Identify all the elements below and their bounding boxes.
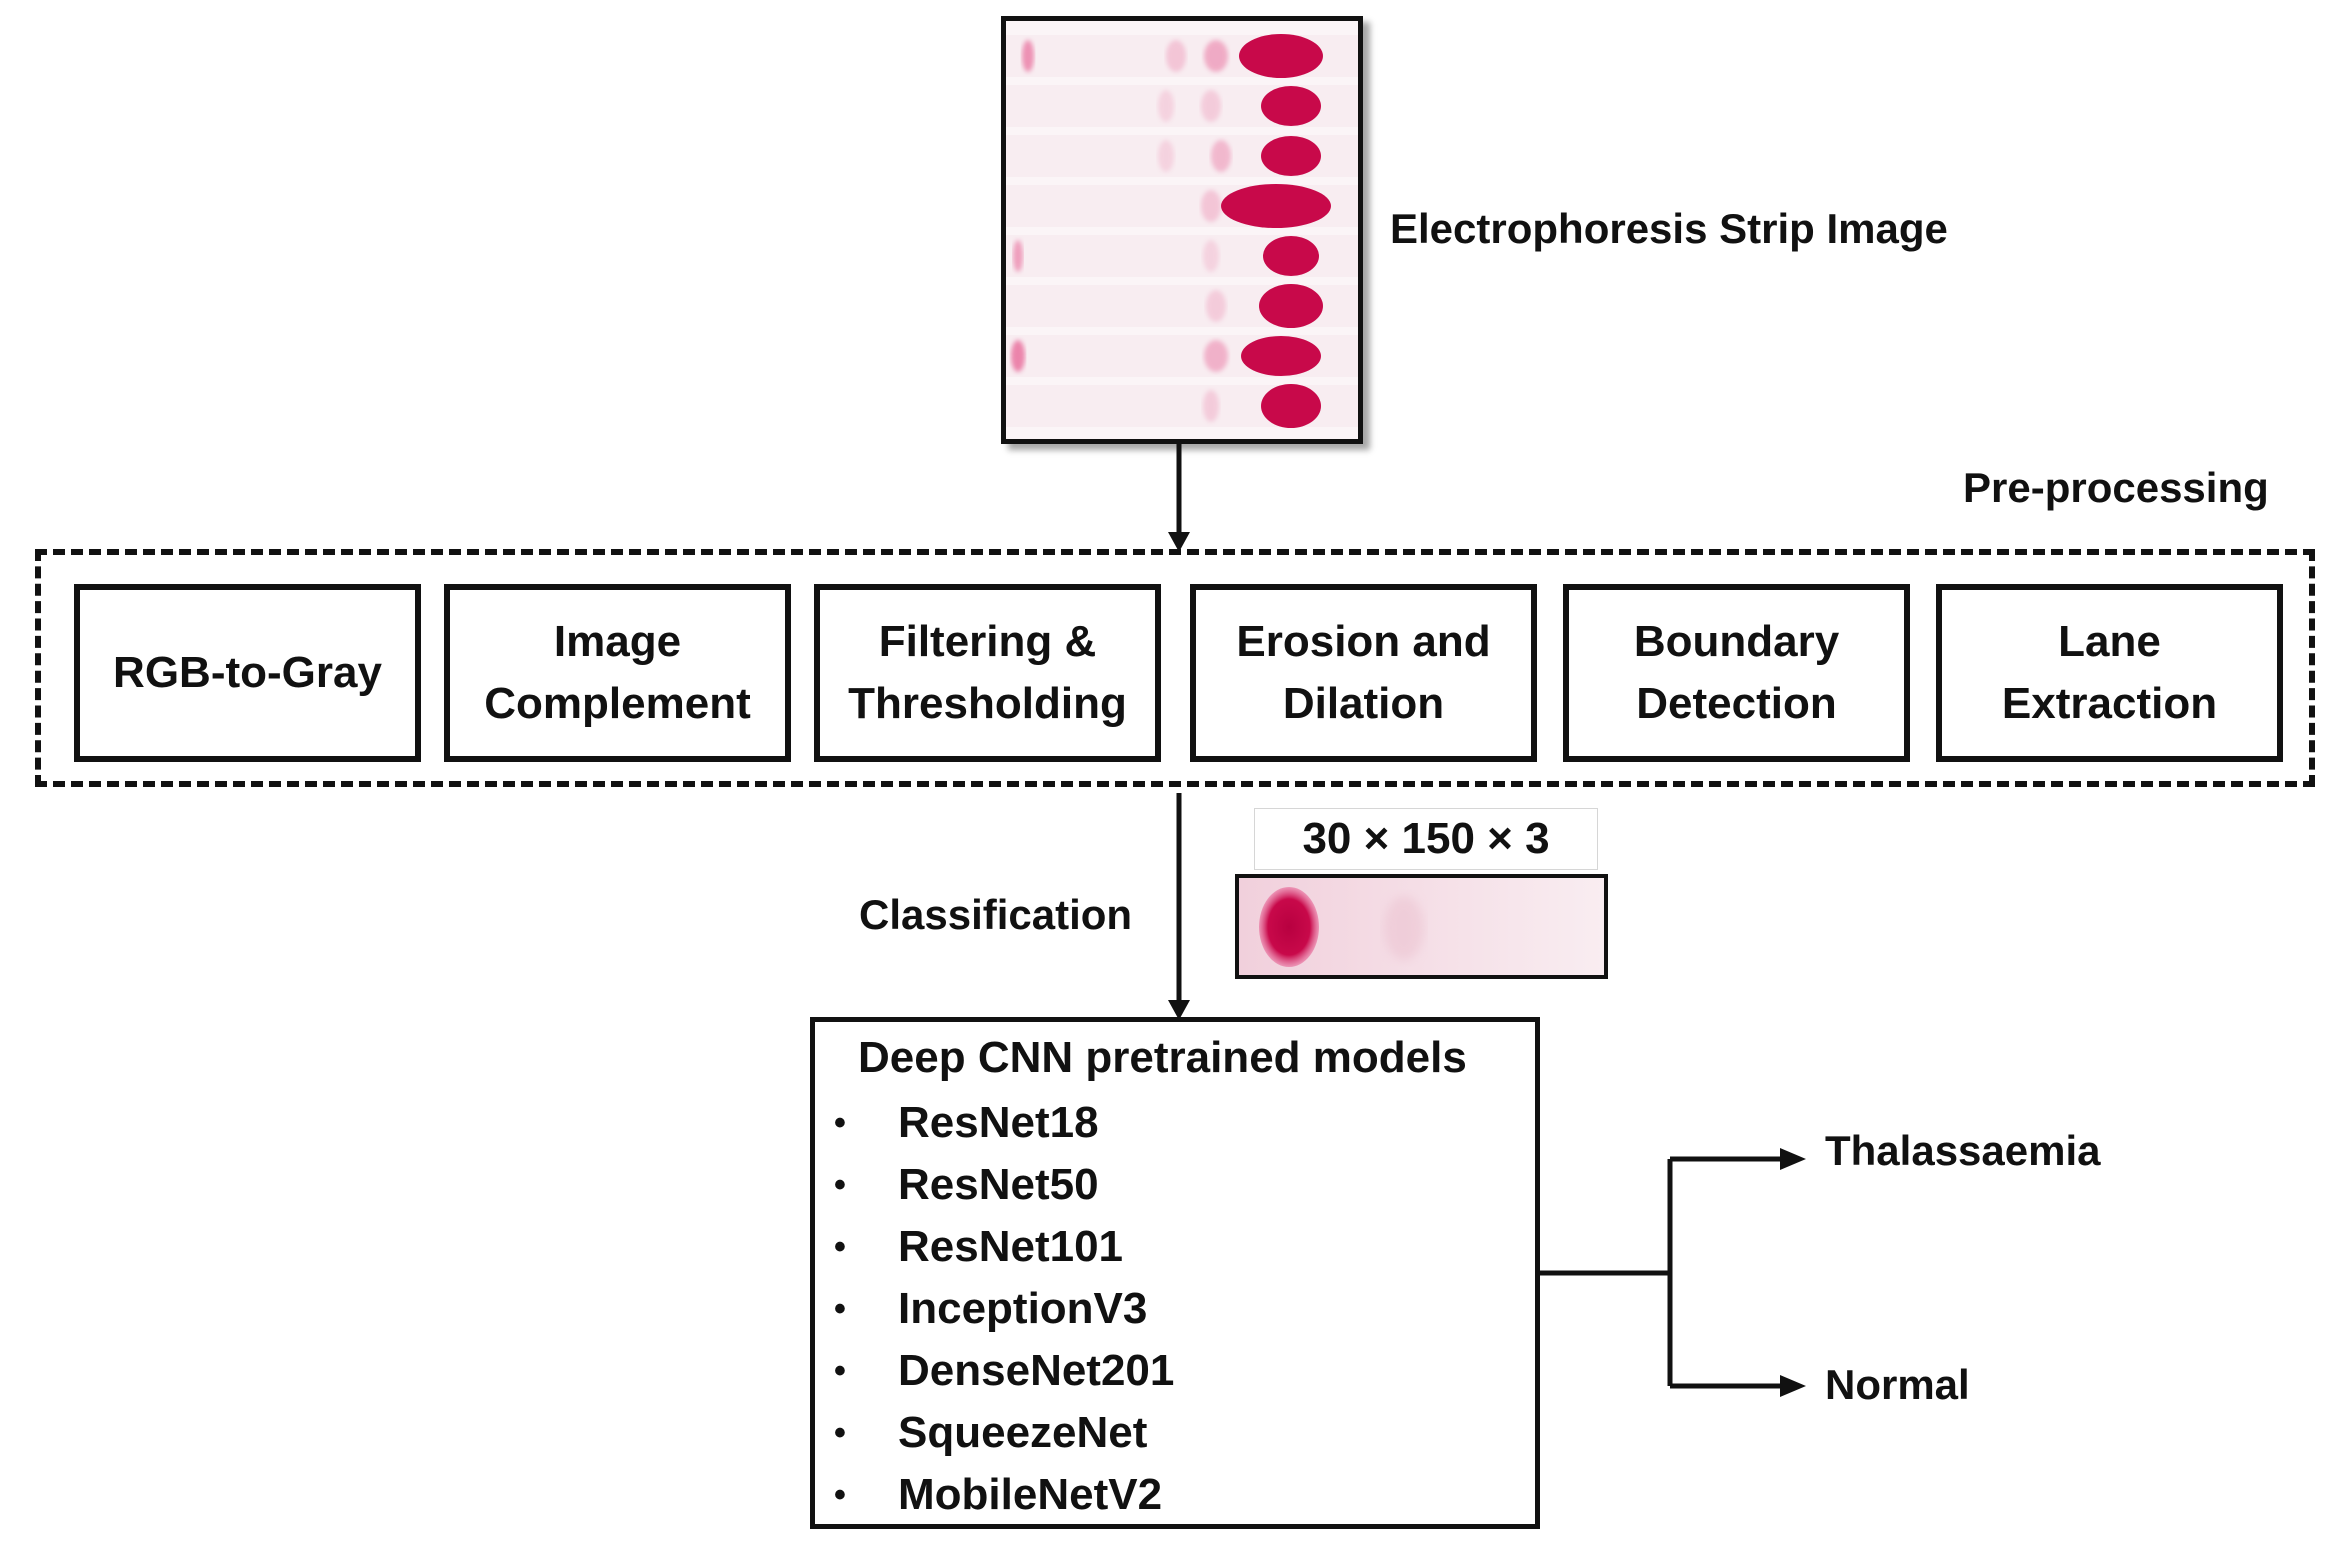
arrowhead-right <box>1780 1148 1806 1170</box>
model-list: ResNet18 ResNet50 ResNet101 InceptionV3 … <box>834 1092 1174 1526</box>
step-text: Image <box>553 617 682 666</box>
model-item: ResNet50 <box>834 1154 1174 1216</box>
model-item: DenseNet201 <box>834 1340 1174 1402</box>
preprocessing-label: Pre-processing <box>1963 464 2269 511</box>
strip-minor-band <box>1022 40 1034 72</box>
step-text: Extraction <box>2001 679 2218 728</box>
strip-minor-band <box>1206 290 1226 322</box>
strip-minor-band <box>1203 240 1219 272</box>
model-item: ResNet18 <box>834 1092 1174 1154</box>
step-text: Detection <box>1636 679 1837 728</box>
strip-main-band <box>1261 136 1321 176</box>
step-filtering-thresholding: Filtering & Thresholding <box>814 584 1161 762</box>
step-rgb-to-gray: RGB-to-Gray <box>74 584 421 762</box>
arrowhead-down <box>1168 1000 1190 1020</box>
strip-minor-band <box>1204 40 1228 72</box>
step-text: Erosion and <box>1236 617 1491 666</box>
step-text: Dilation <box>1282 679 1445 728</box>
arrowhead-down <box>1168 532 1190 552</box>
strip-main-band <box>1221 184 1331 228</box>
output-normal: Normal <box>1825 1361 1970 1408</box>
strip-minor-band <box>1158 140 1174 172</box>
lane-main-band <box>1259 887 1319 967</box>
output-thalassaemia: Thalassaemia <box>1825 1127 2101 1174</box>
strip-minor-band <box>1013 240 1023 272</box>
strip-main-band <box>1239 34 1323 78</box>
strip-main-band <box>1261 86 1321 126</box>
strip-main-band <box>1259 284 1323 328</box>
strip-minor-band <box>1166 40 1186 72</box>
extracted-lane-image <box>1235 874 1608 979</box>
electrophoresis-strip-image <box>1001 16 1363 444</box>
classification-label: Classification <box>859 891 1133 938</box>
step-text: Complement <box>484 679 751 728</box>
preprocessing-group <box>35 549 2315 787</box>
lane-bands <box>1239 878 1604 975</box>
step-text: Filtering & <box>878 617 1097 666</box>
strip-minor-band <box>1158 90 1174 122</box>
strip-minor-band <box>1201 190 1221 222</box>
step-text: Thresholding <box>848 679 1127 728</box>
cnn-models-title: Deep CNN pretrained models <box>858 1033 1467 1082</box>
step-text: RGB-to-Gray <box>113 648 382 697</box>
model-item: MobileNetV2 <box>834 1464 1174 1526</box>
model-item: InceptionV3 <box>834 1278 1174 1340</box>
strip-main-band <box>1263 236 1319 276</box>
lane-faint-band <box>1384 896 1424 960</box>
strip-minor-band <box>1211 140 1231 172</box>
model-item: ResNet101 <box>834 1216 1174 1278</box>
lane-dimensions-label: 30 × 150 × 3 <box>1254 808 1598 870</box>
strip-main-band <box>1241 336 1321 376</box>
model-item: SqueezeNet <box>834 1402 1174 1464</box>
strip-image-caption: Electrophoresis Strip Image <box>1390 205 1948 252</box>
strip-main-band <box>1261 384 1321 428</box>
strip-minor-band <box>1203 390 1219 422</box>
step-text: Boundary <box>1633 617 1840 666</box>
strip-bands <box>1006 34 1358 428</box>
strip-minor-band <box>1011 340 1025 372</box>
strip-minor-band <box>1201 90 1221 122</box>
arrowhead-right <box>1780 1375 1806 1397</box>
step-text: Lane <box>2058 617 2161 666</box>
strip-minor-band <box>1204 340 1228 372</box>
